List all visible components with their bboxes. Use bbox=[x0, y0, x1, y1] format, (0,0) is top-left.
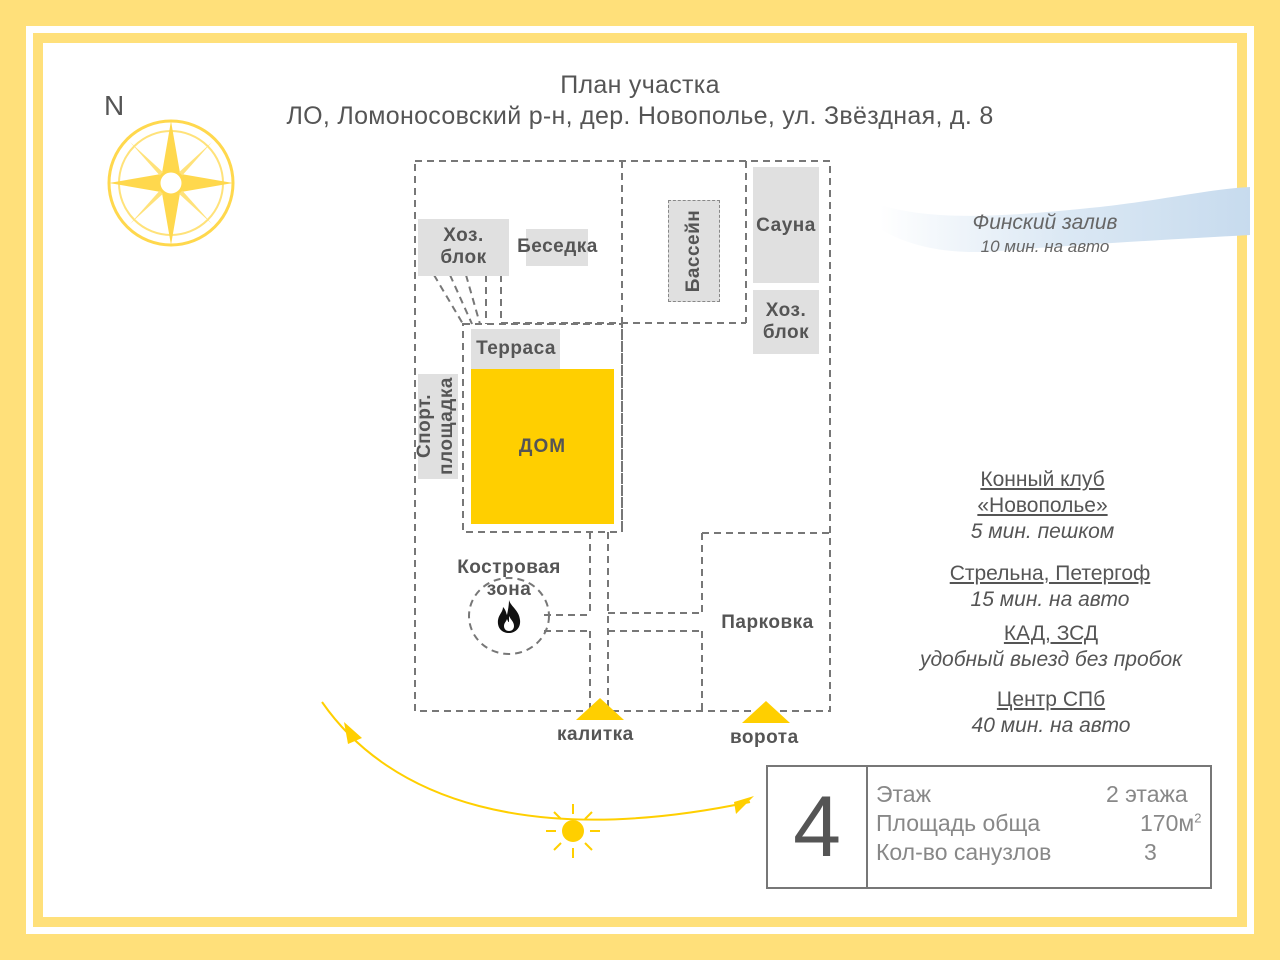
spec-row-area: Площадь обща 170м2 bbox=[876, 810, 1210, 839]
place-spb-center-name: Центр СПб bbox=[996, 688, 1106, 711]
spec-floors-label: Этаж bbox=[876, 781, 931, 807]
spec-row-floors: Этаж 2 этажа bbox=[876, 781, 1210, 810]
wicket-triangle-icon bbox=[576, 698, 624, 720]
wicket-label: калитка bbox=[557, 724, 634, 745]
page-address: ЛО, Ломоносовский р-н, дер. Новополье, у… bbox=[286, 102, 994, 130]
place-horse-club: Конный клуб «Новополье» 5 мин. пешком bbox=[910, 467, 1175, 545]
hoz-block-2-label: Хоз. блок bbox=[762, 300, 810, 343]
water-wave-decor bbox=[880, 187, 1250, 253]
hoz-block-1-label: Хоз. блок bbox=[440, 225, 487, 268]
pool-label: Бассейн bbox=[683, 209, 704, 293]
sauna-block bbox=[753, 167, 819, 283]
besedka-label: Беседка bbox=[517, 236, 598, 257]
gulf-time: 10 мин. на авто bbox=[980, 237, 1110, 256]
spec-area-unit-power: 2 bbox=[1194, 810, 1202, 826]
fire-icon bbox=[497, 600, 521, 633]
specs-rows: Этаж 2 этажа Площадь обща 170м2 Кол-во с… bbox=[868, 767, 1210, 887]
besedka-block bbox=[526, 229, 588, 266]
inner-frame bbox=[33, 33, 1247, 927]
spec-bathrooms-value: 3 bbox=[1144, 839, 1157, 865]
sauna-label: Сауна bbox=[756, 215, 816, 236]
place-kad-name: КАД, ЗСД bbox=[1003, 622, 1099, 645]
spec-row-bathrooms: Кол-во санузлов 3 bbox=[876, 839, 1210, 868]
place-kad-time: удобный выезд без пробок bbox=[919, 648, 1183, 671]
place-kad: КАД, ЗСД удобный выезд без пробок bbox=[880, 621, 1222, 673]
sun-icon bbox=[546, 804, 600, 858]
specs-number: 4 bbox=[768, 767, 868, 887]
compass-north-label: N bbox=[104, 90, 125, 121]
hoz-block-1 bbox=[418, 219, 509, 276]
specs-table: 4 Этаж 2 этажа Площадь обща 170м2 Кол-во… bbox=[766, 765, 1212, 889]
parking-label: Парковка bbox=[721, 612, 814, 633]
place-strelna-time: 15 мин. на авто bbox=[970, 588, 1130, 611]
spec-floors-value: 2 этажа bbox=[1106, 781, 1188, 807]
house-block: ДОМ bbox=[471, 369, 614, 524]
gate-label: ворота bbox=[730, 727, 799, 748]
sport-label: Спорт. площадка bbox=[414, 377, 457, 475]
pool-block bbox=[668, 200, 720, 302]
place-strelna: Стрельна, Петергоф 15 мин. на авто bbox=[900, 561, 1200, 613]
spec-area-label: Площадь обща bbox=[876, 810, 1041, 836]
gulf-name: Финский залив bbox=[972, 211, 1118, 234]
gate-triangle-icon bbox=[742, 701, 790, 723]
place-horse-club-time: 5 мин. пешком bbox=[970, 520, 1115, 543]
hoz-block-2 bbox=[753, 290, 819, 354]
terrace-label: Терраса bbox=[476, 338, 556, 359]
spec-area-number: 170м bbox=[1140, 810, 1195, 836]
terrace-block bbox=[471, 329, 560, 369]
sport-block bbox=[418, 374, 458, 479]
place-spb-center-time: 40 мин. на авто bbox=[971, 714, 1131, 737]
place-spb-center: Центр СПб 40 мин. на авто bbox=[920, 687, 1182, 739]
fire-zone-label: Костровая зона bbox=[457, 557, 561, 600]
spec-bathrooms-label: Кол-во санузлов bbox=[876, 839, 1052, 865]
spec-area-value: 170м2 bbox=[1140, 810, 1201, 837]
place-horse-club-name: Конный клуб «Новополье» bbox=[977, 468, 1108, 517]
compass-icon bbox=[107, 119, 235, 247]
page-title: План участка bbox=[560, 71, 720, 99]
place-strelna-name: Стрельна, Петергоф bbox=[949, 562, 1151, 585]
sun-path bbox=[321, 701, 754, 821]
